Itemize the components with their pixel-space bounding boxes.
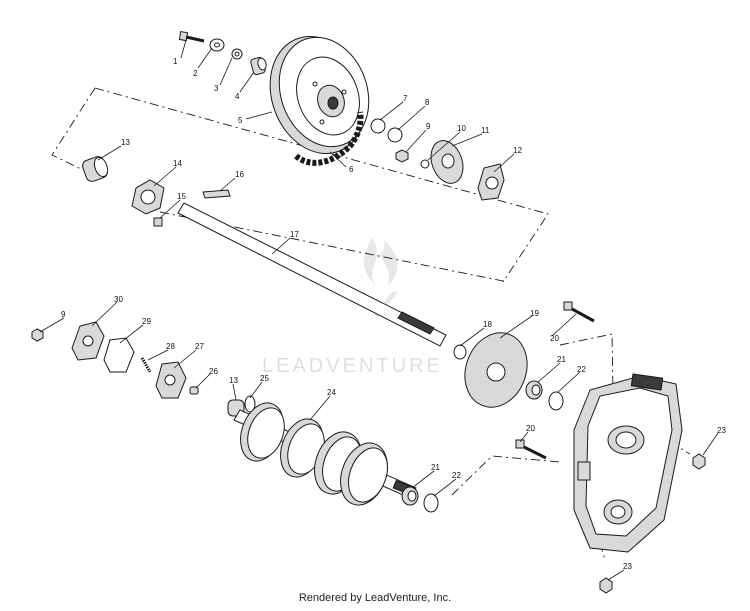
callout: 18 <box>483 320 492 329</box>
callout: 25 <box>260 374 269 383</box>
callout: 9 <box>426 122 431 131</box>
part-17-shaft <box>177 202 447 347</box>
callout: 3 <box>214 84 219 93</box>
callout: 12 <box>513 146 522 155</box>
part-11-plate <box>430 140 464 184</box>
part-14-flange <box>131 179 165 215</box>
callout: 11 <box>481 126 490 135</box>
part-12-flange <box>477 163 505 201</box>
callout: 20 <box>526 424 535 433</box>
callout: 23 <box>717 426 726 435</box>
callout: 19 <box>530 309 539 318</box>
callout: 28 <box>166 342 175 351</box>
callout: 2 <box>193 69 198 78</box>
callout: 29 <box>142 317 151 326</box>
callout: 27 <box>195 342 204 351</box>
part-13-bearing <box>82 156 109 182</box>
callout: 1 <box>173 57 178 66</box>
part-4-bushing <box>250 56 267 76</box>
callout: 20 <box>550 334 559 343</box>
part-6-chain <box>294 111 364 166</box>
part-26-plug <box>189 386 199 395</box>
callout: 8 <box>425 98 430 107</box>
part-15-bolt <box>153 217 163 227</box>
callout: 4 <box>235 92 240 101</box>
callout: 7 <box>403 94 408 103</box>
part-21-bearing-upper <box>525 380 543 400</box>
callout: 15 <box>177 192 186 201</box>
part-5-sprocket <box>269 35 370 155</box>
callout: 9 <box>61 310 66 319</box>
callout: 10 <box>457 124 466 133</box>
callout-numbers: 1 2 3 4 5 6 7 8 9 10 11 12 13 14 15 16 1… <box>61 57 726 571</box>
callout: 23 <box>623 562 632 571</box>
callout: 22 <box>577 365 586 374</box>
part-27-flange <box>155 361 187 399</box>
part-22-seal-upper <box>548 391 564 411</box>
part-7-oring <box>370 118 386 134</box>
part-25-seal <box>244 395 256 413</box>
part-10-washer <box>420 159 430 169</box>
leader-lines <box>39 39 719 581</box>
part-2-washer <box>209 38 225 52</box>
part-23-nut-right <box>692 453 706 470</box>
part-3-lockwasher <box>231 48 243 60</box>
part-23-nut-bottom <box>599 577 613 594</box>
watermark-text: LEADVENTURE <box>262 355 443 377</box>
part-22-seal-lower <box>423 493 439 513</box>
part-20-bolt-upper <box>563 301 595 323</box>
part-30-flange <box>71 321 105 361</box>
part-24-drive-assembly <box>233 402 417 506</box>
callout: 22 <box>452 471 461 480</box>
part-28-spring <box>140 357 152 373</box>
callout: 6 <box>349 165 354 174</box>
callout: 14 <box>173 159 182 168</box>
part-20-bolt-lower <box>515 439 547 460</box>
callout: 26 <box>209 367 218 376</box>
footer-credit: Rendered by LeadVenture, Inc. <box>298 592 452 604</box>
part-21-bearing-lower <box>401 486 419 506</box>
callout: 17 <box>290 230 299 239</box>
part-29-gasket <box>103 337 135 373</box>
callout: 24 <box>327 388 336 397</box>
callout: 16 <box>235 170 244 179</box>
part-chaincase-housing <box>573 373 683 553</box>
part-19-disc <box>464 332 528 408</box>
callout: 13 <box>121 138 130 147</box>
part-16-key <box>202 189 231 199</box>
part-18-oring <box>453 344 467 360</box>
callout: 21 <box>431 463 440 472</box>
callout: 30 <box>114 295 123 304</box>
part-1-bolt <box>178 30 205 43</box>
part-8-oring <box>387 127 403 143</box>
part-9-nut <box>395 149 409 163</box>
callout: 21 <box>557 355 566 364</box>
callout: 13 <box>229 376 238 385</box>
callout: 5 <box>238 116 243 125</box>
